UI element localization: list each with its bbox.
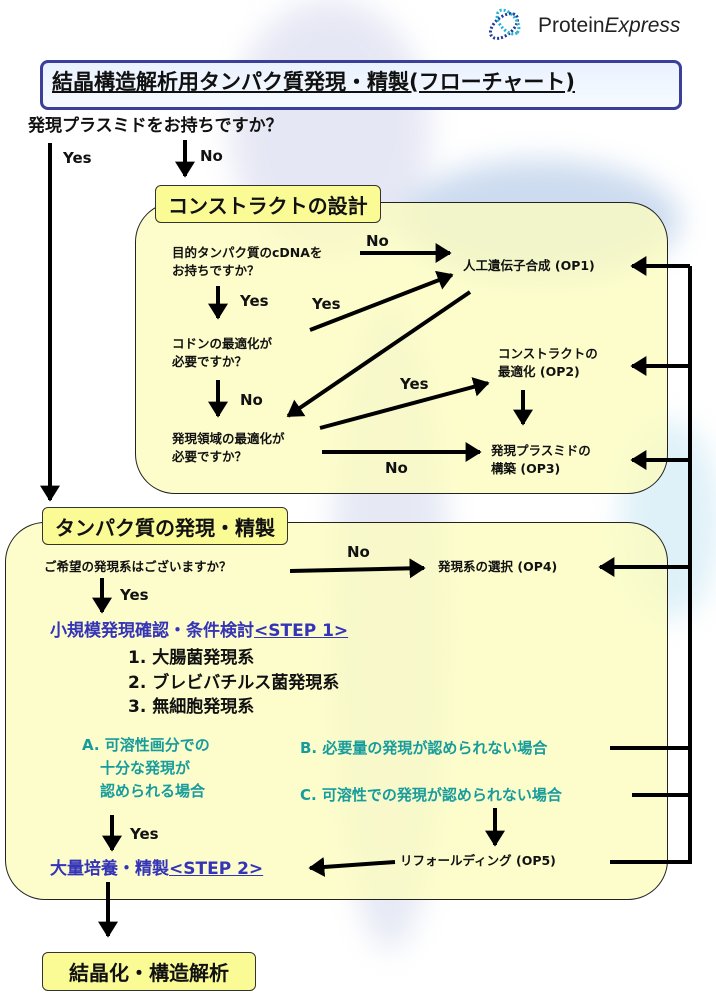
yes-label: Yes	[312, 295, 341, 313]
expression-system-list: 1. 大腸菌発現系 2. ブレビバチルス菌発現系 3. 無細胞発現系	[128, 646, 339, 720]
question-line: 目的タンパク質のcDNAを	[172, 245, 323, 260]
logo-text-plain: Protein	[538, 14, 605, 37]
yes-label: Yes	[240, 292, 269, 310]
op-line: 発現プラスミドの	[491, 443, 591, 458]
question-line: 必要ですか？	[172, 449, 248, 464]
no-label: No	[366, 232, 389, 250]
case-c: C. 可溶性での発現が認められない場合	[300, 786, 562, 804]
question-line: お持ちですか？	[172, 263, 260, 278]
op1-gene-synthesis: 人工遺伝子合成 (OP1)	[463, 258, 595, 273]
op-line: 最適化 (OP2)	[498, 364, 580, 379]
yes-label: Yes	[130, 825, 159, 843]
question-line: 発現領域の最適化が	[172, 431, 285, 446]
yes-label: Yes	[63, 149, 92, 167]
expression-system-item: 1. 大腸菌発現系	[128, 648, 255, 668]
yes-label: Yes	[400, 375, 429, 393]
construct-design-panel	[135, 202, 668, 494]
case-line: A. 可溶性画分での	[82, 736, 210, 754]
question-expression-system: ご希望の発現系はございますか？	[44, 559, 232, 574]
question-line: 必要ですか？	[172, 354, 248, 369]
yes-label: Yes	[120, 586, 149, 604]
step2-title: 大量培養・精製<STEP 2>	[50, 858, 263, 880]
protein-logo-icon	[488, 8, 521, 40]
expression-system-item: 2. ブレビバチルス菌発現系	[128, 672, 340, 693]
op2-construct-optimization: コンストラクトの 最適化 (OP2)	[498, 345, 598, 381]
feedback-line	[610, 266, 692, 750]
question-region: 発現領域の最適化が 必要ですか？	[172, 430, 285, 466]
question-cdna: 目的タンパク質のcDNAを お持ちですか？	[172, 244, 322, 280]
no-label: No	[347, 543, 370, 561]
arrow-yes-codon	[309, 270, 454, 332]
case-a: A. 可溶性画分での 十分な発現が 認められる場合	[82, 734, 210, 803]
arrow-op1-to-region	[286, 290, 472, 418]
step2-text: 大量培養・精製	[50, 859, 169, 879]
op-line: 構築 (OP3)	[491, 461, 561, 476]
case-line: 十分な発現が	[100, 759, 191, 777]
step1-link[interactable]: <STEP 1>	[254, 621, 349, 641]
op3-plasmid-construction: 発現プラスミドの 構築 (OP3)	[491, 442, 591, 478]
title-box	[40, 60, 682, 110]
question-codon: コドンの最適化が 必要ですか？	[172, 335, 272, 371]
op-line: コンストラクトの	[498, 346, 598, 361]
logo-text-italic: Express	[604, 14, 681, 37]
step2-link[interactable]: <STEP 2>	[169, 859, 264, 879]
op5-refolding: リフォールディング (OP5)	[400, 853, 556, 868]
logo: ProteinExpress	[484, 4, 714, 48]
page-title: 結晶構造解析用タンパク質発現・精製(フローチャート)	[52, 70, 575, 94]
op4-expression-system-selection: 発現系の選択 (OP4)	[438, 559, 558, 574]
question-plasmid: 発現プラスミドをお持ちですか？	[28, 116, 283, 136]
arrow-yes-region	[319, 377, 490, 430]
case-b: B. 必要量の発現が認められない場合	[300, 739, 548, 757]
arrow-op5-to-step2	[308, 857, 396, 877]
no-label: No	[385, 459, 408, 477]
step1-title: 小規模発現確認・条件検討<STEP 1>	[50, 620, 348, 642]
no-label: No	[240, 391, 263, 409]
case-line: 認められる場合	[100, 782, 206, 800]
arrow-no-system	[289, 558, 426, 579]
question-line: コドンの最適化が	[172, 336, 273, 351]
step1-text: 小規模発現確認・条件検討	[50, 621, 254, 641]
expression-purification-header: タンパク質の発現・精製	[42, 507, 288, 545]
crystallization-box: 結晶化・構造解析	[42, 952, 256, 991]
expression-system-item: 3. 無細胞発現系	[128, 697, 255, 717]
construct-design-header: コンストラクトの設計	[155, 185, 381, 223]
no-label: No	[200, 147, 223, 165]
